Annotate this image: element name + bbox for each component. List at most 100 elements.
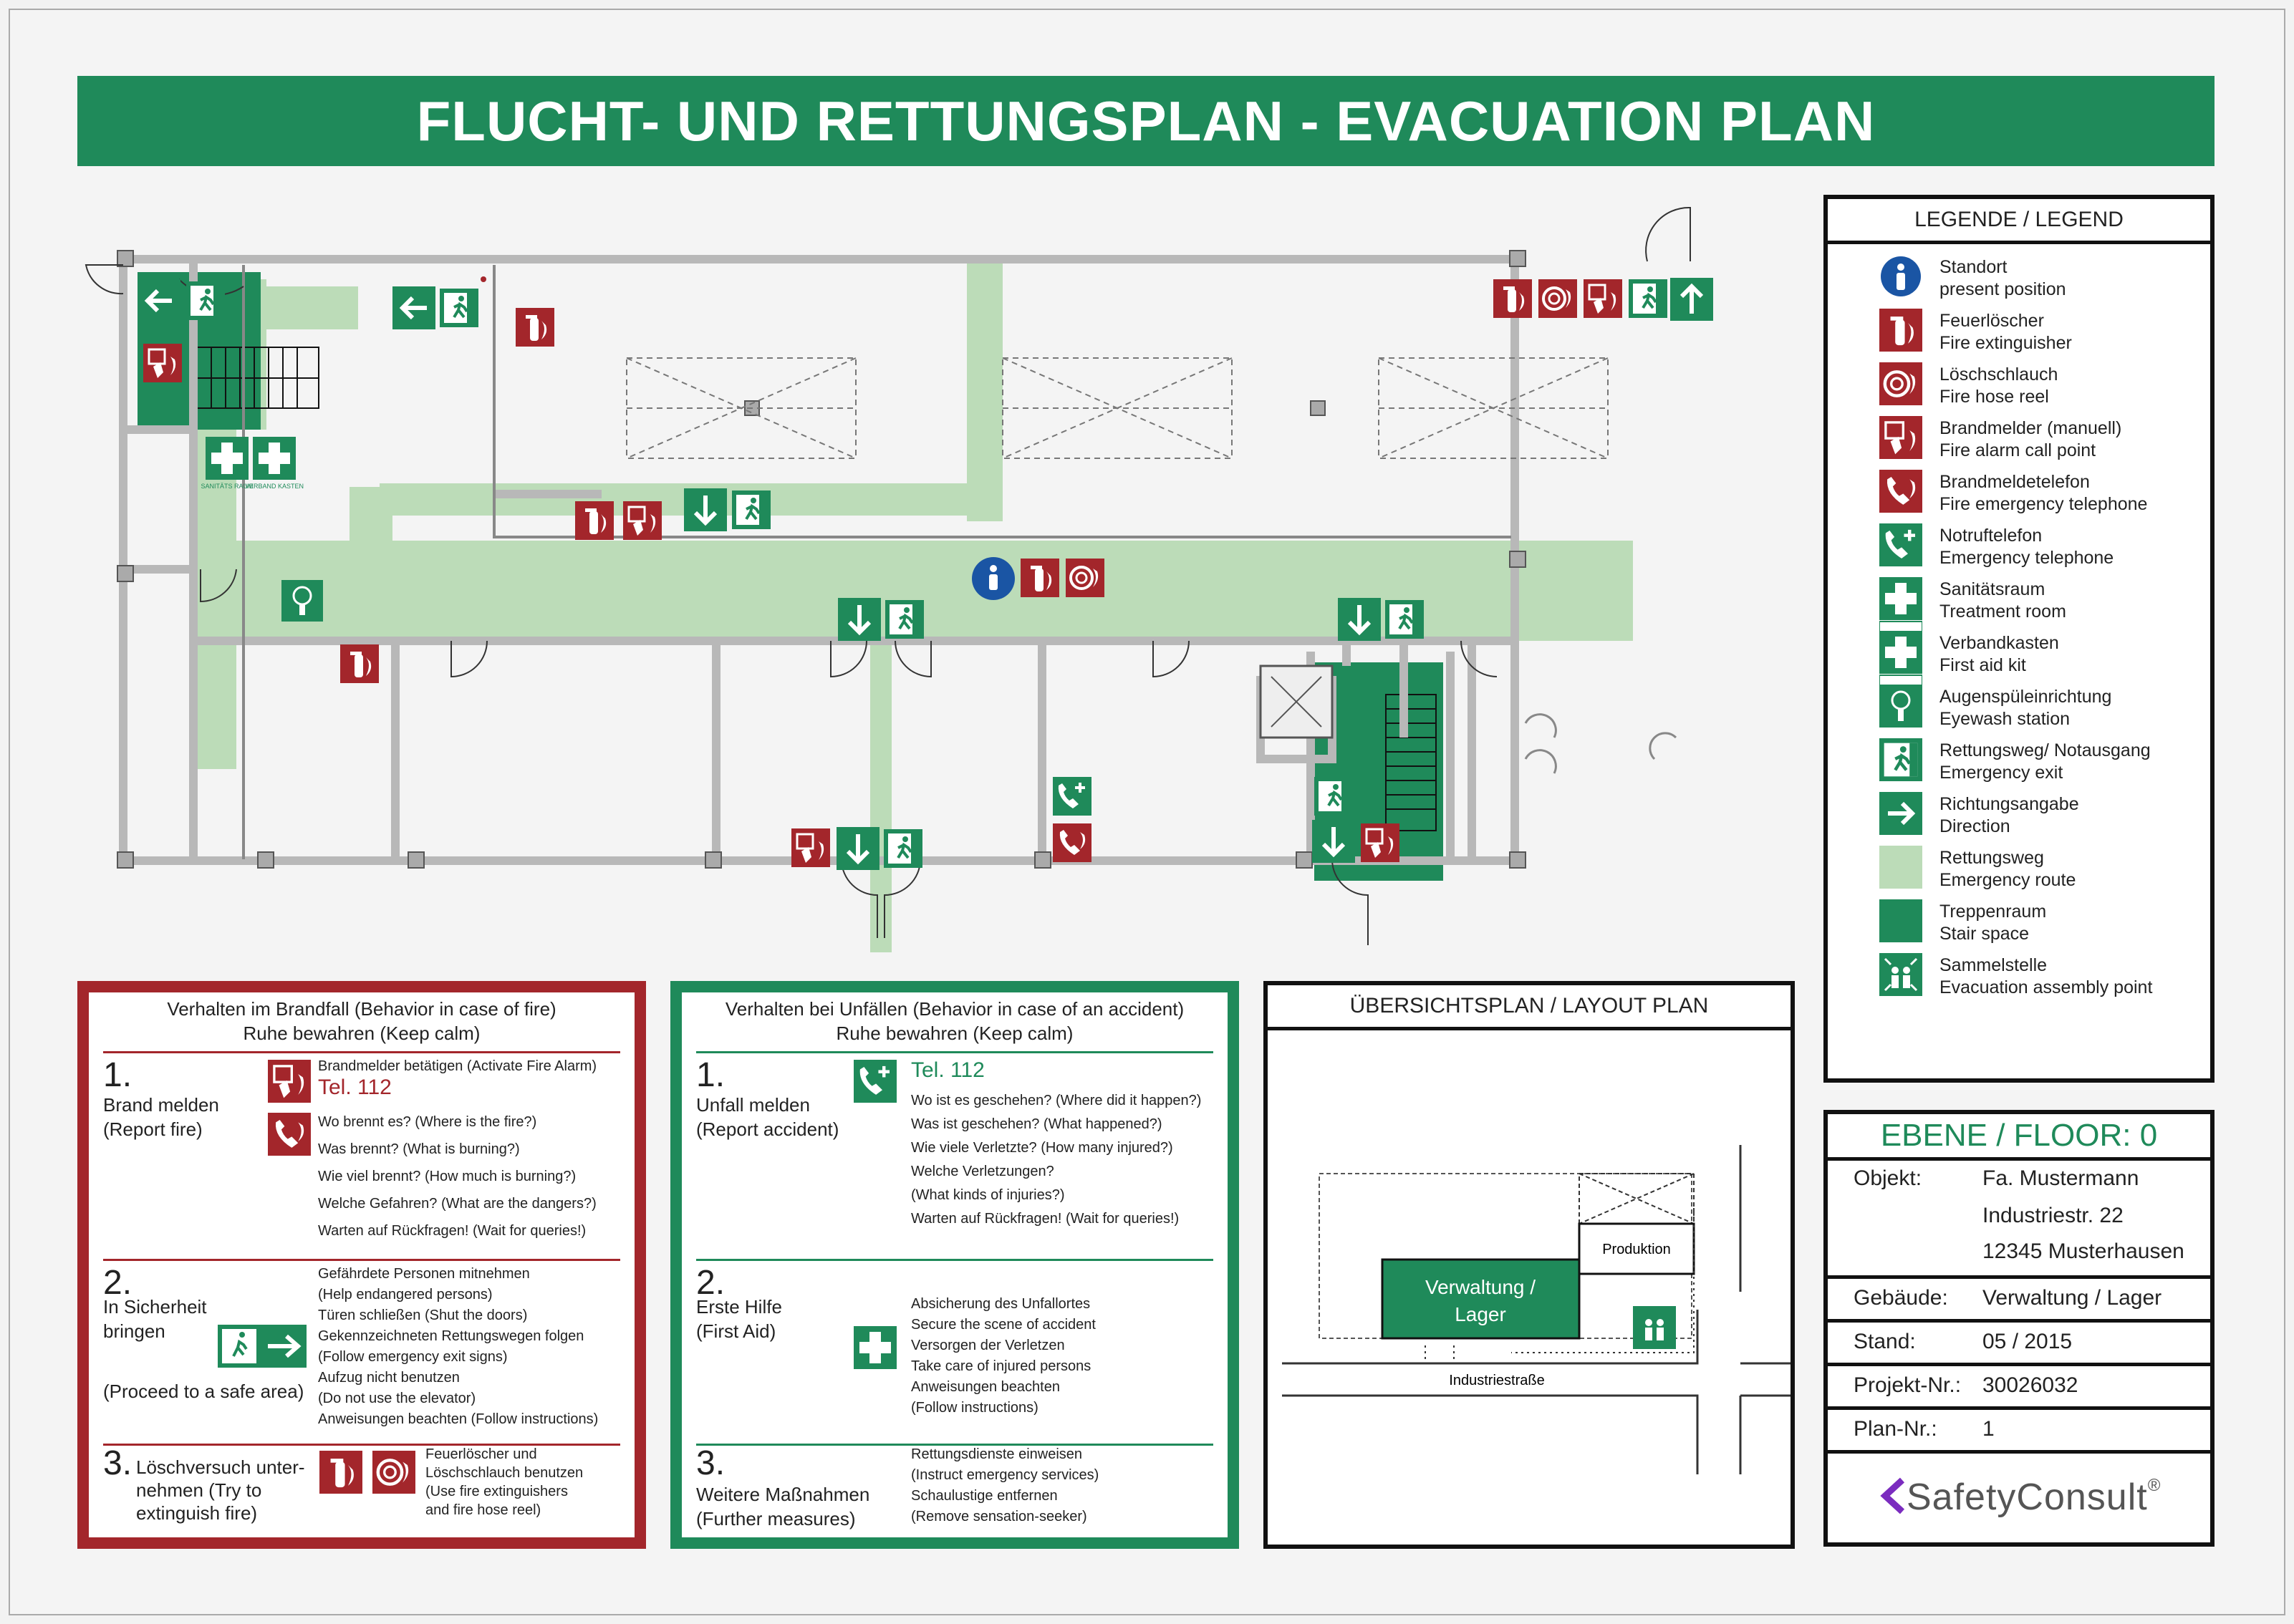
title-bar: FLUCHT- UND RETTUNGSPLAN - EVACUATION PL… bbox=[77, 76, 2215, 166]
legend-item-en: Fire alarm call point bbox=[1939, 440, 2096, 460]
fire-step-3-title-3: extinguish fire) bbox=[136, 1502, 258, 1524]
stand-value: 05 / 2015 bbox=[1982, 1330, 2073, 1353]
street-label: Industriestraße bbox=[1449, 1373, 1544, 1388]
legend-item-de: Verbandkasten bbox=[1939, 633, 2059, 653]
accident-step-3-line: (Instruct emergency services) bbox=[911, 1467, 1099, 1483]
legend-item-de: Rettungsweg/ Notausgang bbox=[1939, 740, 2151, 760]
fire-extinguisher-icon bbox=[319, 1451, 362, 1494]
legend-item-de: Standort bbox=[1939, 257, 2008, 277]
verwaltung-label-1: Verwaltung / bbox=[1425, 1276, 1536, 1298]
assembly-point-icon bbox=[1879, 953, 1922, 996]
accident-step-2-line: Absicherung des Unfallortes bbox=[911, 1296, 1091, 1312]
legend-item-en: Evacuation assembly point bbox=[1939, 977, 2153, 997]
legend-item-en: present position bbox=[1939, 279, 2066, 299]
emergency-exit-icon bbox=[1879, 738, 1922, 781]
stair-space-swatch bbox=[1879, 899, 1922, 942]
eyewash-station-icon bbox=[1879, 685, 1922, 728]
fire-step-2-line: (Help endangered persons) bbox=[318, 1287, 493, 1302]
objekt-line-3: 12345 Musterhausen bbox=[1982, 1239, 2184, 1263]
gebaeude-value: Verwaltung / Lager bbox=[1982, 1286, 2162, 1310]
elevator bbox=[1259, 664, 1334, 739]
plan-title: FLUCHT- UND RETTUNGSPLAN - EVACUATION PL… bbox=[416, 89, 1876, 153]
accident-divider-3 bbox=[696, 1444, 1213, 1446]
objekt-row: Objekt: Fa. Mustermann Industriestr. 22 … bbox=[1828, 1161, 2210, 1279]
accident-step-3-line: (Remove sensation-seeker) bbox=[911, 1509, 1087, 1524]
legend-item-en: Eyewash station bbox=[1939, 709, 2071, 729]
fire-question-line: Wo brennt es? (Where is the fire?) bbox=[318, 1114, 537, 1130]
fire-step-2-line: Anweisungen beachten (Follow instruction… bbox=[318, 1411, 599, 1427]
fire-question-line: Welche Gefahren? (What are the dangers?) bbox=[318, 1196, 597, 1212]
plan-value: 1 bbox=[1982, 1417, 1995, 1441]
fire-hose-reel-icon bbox=[1879, 362, 1922, 405]
accident-question-line: Warten auf Rückfragen! (Wait for queries… bbox=[911, 1211, 1180, 1227]
legend-item-de: Brandmeldetelefon bbox=[1939, 472, 2090, 492]
fire-behavior-panel: Verhalten im Brandfall (Behavior in case… bbox=[77, 981, 646, 1549]
legend-item-de: Treppenraum bbox=[1939, 902, 2047, 922]
legend-item-de: Löschschlauch bbox=[1939, 364, 2058, 385]
fire-step-1-num: 1. bbox=[103, 1056, 132, 1094]
emergency-telephone-icon bbox=[1879, 523, 1922, 566]
accident-heading-2: Ruhe bewahren (Keep calm) bbox=[836, 1023, 1074, 1044]
fire-step-2-line: (Follow emergency exit signs) bbox=[318, 1349, 508, 1365]
fire-heading-1: Verhalten im Brandfall (Behavior in case… bbox=[167, 998, 556, 1020]
accident-step-2-line: Secure the scene of accident bbox=[911, 1317, 1096, 1333]
accident-question-line: (What kinds of injuries?) bbox=[911, 1187, 1065, 1203]
accident-step-2-line: Take care of injured persons bbox=[911, 1358, 1091, 1374]
legend-item-en: Fire emergency telephone bbox=[1939, 494, 2148, 514]
objekt-line-2: Industriestr. 22 bbox=[1982, 1204, 2124, 1227]
floor-info-panel: EBENE / FLOOR: 0 Objekt: Fa. Mustermann … bbox=[1823, 1110, 2215, 1547]
fire-step-2-line: Gekennzeichneten Rettungswegen folgen bbox=[318, 1328, 584, 1344]
fire-step-1-title: Brand melden bbox=[103, 1094, 219, 1116]
legend-item-en: Treatment room bbox=[1939, 601, 2066, 622]
plan-label: Plan-Nr.: bbox=[1854, 1417, 1937, 1441]
objekt-label: Objekt: bbox=[1854, 1166, 1922, 1190]
accident-behavior-panel: Verhalten bei Unfällen (Behavior in case… bbox=[670, 981, 1239, 1549]
sanitaets-label: SANITÄTS RAUM bbox=[201, 483, 253, 490]
emergency-telephone-icon bbox=[854, 1060, 897, 1103]
accident-divider-2 bbox=[696, 1259, 1213, 1261]
safetyconsult-logo: SafetyConsult ® bbox=[1878, 1476, 2160, 1519]
accident-step-2-title: Erste Hilfe bbox=[696, 1296, 782, 1318]
fire-step-2-num: 2. bbox=[103, 1264, 132, 1302]
fire-step-3-title-2: nehmen (Try to bbox=[136, 1479, 262, 1501]
stand-label: Stand: bbox=[1854, 1330, 1916, 1353]
verwaltung-label-2: Lager bbox=[1455, 1303, 1506, 1325]
layout-plan-panel: ÜBERSICHTSPLAN / LAYOUT PLAN Produktion … bbox=[1263, 981, 1795, 1549]
legend-item-en: Emergency telephone bbox=[1939, 548, 2114, 568]
legend-item-en: Fire extinguisher bbox=[1939, 333, 2072, 353]
floor-heading-row: EBENE / FLOOR: 0 bbox=[1828, 1114, 2210, 1161]
accident-step-2-sub: (First Aid) bbox=[696, 1320, 776, 1342]
brand-registered-mark: ® bbox=[2147, 1476, 2161, 1495]
fire-extinguisher-icon bbox=[516, 308, 554, 347]
fire-step-2-title: In Sicherheit bbox=[103, 1296, 207, 1318]
fire-hose-reel-icon bbox=[372, 1451, 415, 1494]
emergency-route-swatch bbox=[1879, 846, 1922, 889]
gebaeude-row: Gebäude: Verwaltung / Lager bbox=[1828, 1279, 2210, 1323]
fire-heading-2: Ruhe bewahren (Keep calm) bbox=[243, 1023, 481, 1044]
fire-step-3-line: (Use fire extinguishers bbox=[425, 1484, 568, 1499]
legend-item-en: Stair space bbox=[1939, 924, 2030, 944]
first-aid-cross-icon bbox=[854, 1326, 897, 1369]
fire-divider-3 bbox=[103, 1444, 620, 1446]
objekt-line-1: Fa. Mustermann bbox=[1982, 1166, 2139, 1190]
produktion-label: Produktion bbox=[1602, 1242, 1671, 1257]
accident-step-3-line: Rettungsdienste einweisen bbox=[911, 1446, 1083, 1462]
accident-heading-1: Verhalten bei Unfällen (Behavior in case… bbox=[725, 998, 1185, 1020]
walls-inner bbox=[242, 265, 1511, 859]
emergency-telephone-icon bbox=[1053, 777, 1091, 816]
present-position-marker bbox=[972, 557, 1106, 600]
fire-step-1-sub: (Report fire) bbox=[103, 1118, 203, 1140]
fire-question-line: Wie viel brennt? (How much is burning?) bbox=[318, 1169, 577, 1184]
accident-question-line: Welche Verletzungen? bbox=[911, 1164, 1054, 1179]
legend-item-de: Notruftelefon bbox=[1939, 526, 2043, 546]
fire-question-line: Warten auf Rückfragen! (Wait for queries… bbox=[318, 1223, 587, 1239]
fire-alarm-instruction: Brandmelder betätigen (Activate Fire Ala… bbox=[318, 1058, 597, 1074]
